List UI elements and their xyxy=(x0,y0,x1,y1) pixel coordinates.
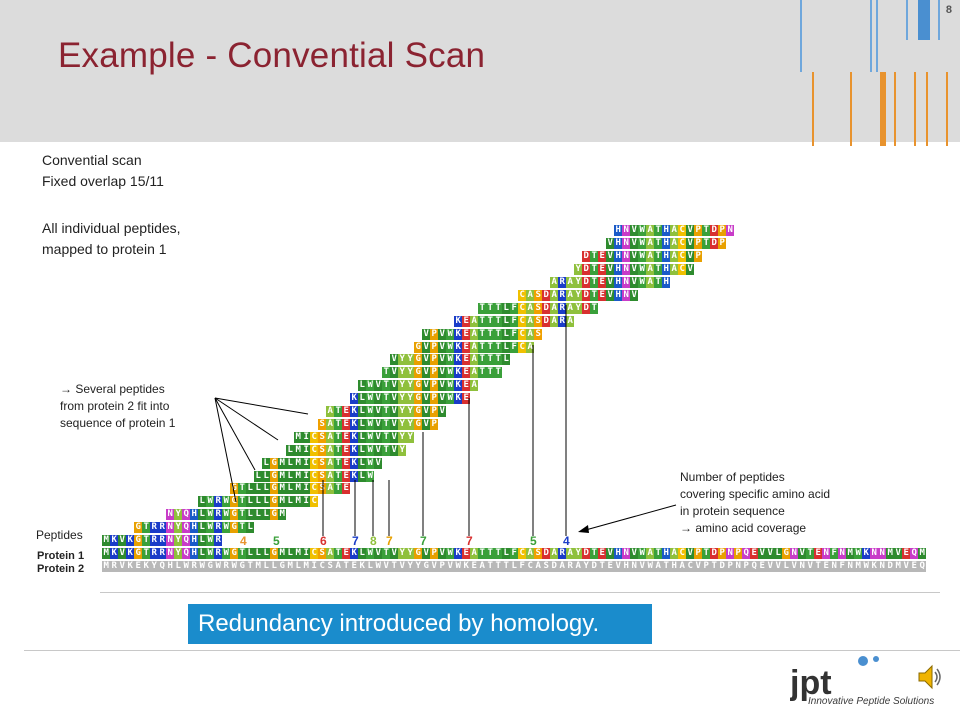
coverage-number: 7 xyxy=(420,534,427,548)
peptides-desc-line2: mapped to protein 1 xyxy=(42,241,167,257)
coverage-line1: Number of peptides xyxy=(680,470,785,484)
pointer-line xyxy=(214,397,309,415)
pointer-line xyxy=(214,397,279,441)
protein2-label: Protein 2 xyxy=(37,563,85,575)
page-number: 8 xyxy=(945,4,952,16)
coverage-number: 7 xyxy=(386,534,393,548)
slide-title: Example - Convential Scan xyxy=(58,36,486,75)
jpt-logo: jpt xyxy=(790,656,879,702)
coverage-number: 4 xyxy=(240,534,247,548)
pointer-line xyxy=(214,397,256,471)
coverage-arrow xyxy=(581,504,677,532)
coverage-number: 6 xyxy=(320,534,327,548)
coverage-number: 4 xyxy=(563,534,570,548)
coverage-line4: → amino acid coverage xyxy=(680,521,807,535)
coverage-number: 7 xyxy=(466,534,473,548)
divider-top xyxy=(100,592,940,593)
coverage-number: 8 xyxy=(370,534,377,548)
note-line1: → Several peptides xyxy=(60,382,165,396)
logo-tagline: Innovative Peptide Solutions xyxy=(808,696,935,707)
scan-label: Convential scan xyxy=(42,152,142,168)
note-line3: sequence of protein 1 xyxy=(60,416,176,430)
coverage-arrowhead xyxy=(578,525,589,533)
peptides-desc-line1: All individual peptides, xyxy=(42,220,181,236)
overlap-label: Fixed overlap 15/11 xyxy=(42,173,164,189)
coverage-number: 7 xyxy=(352,534,359,548)
logo-wordmark: jpt xyxy=(790,664,832,702)
coverage-number: 5 xyxy=(530,534,537,548)
coverage-number: 5 xyxy=(273,534,280,548)
decorative-lines xyxy=(800,0,948,146)
speaker-icon[interactable] xyxy=(917,663,943,691)
divider-bottom xyxy=(24,650,960,651)
peptides-label: Peptides xyxy=(36,528,83,542)
protein1-label: Protein 1 xyxy=(37,550,85,562)
redundancy-banner: Redundancy introduced by homology. xyxy=(188,604,652,644)
coverage-line3: in protein sequence xyxy=(680,504,785,518)
coverage-line2: covering specific amino acid xyxy=(680,487,831,501)
note-line2: from protein 2 fit into xyxy=(60,399,170,413)
